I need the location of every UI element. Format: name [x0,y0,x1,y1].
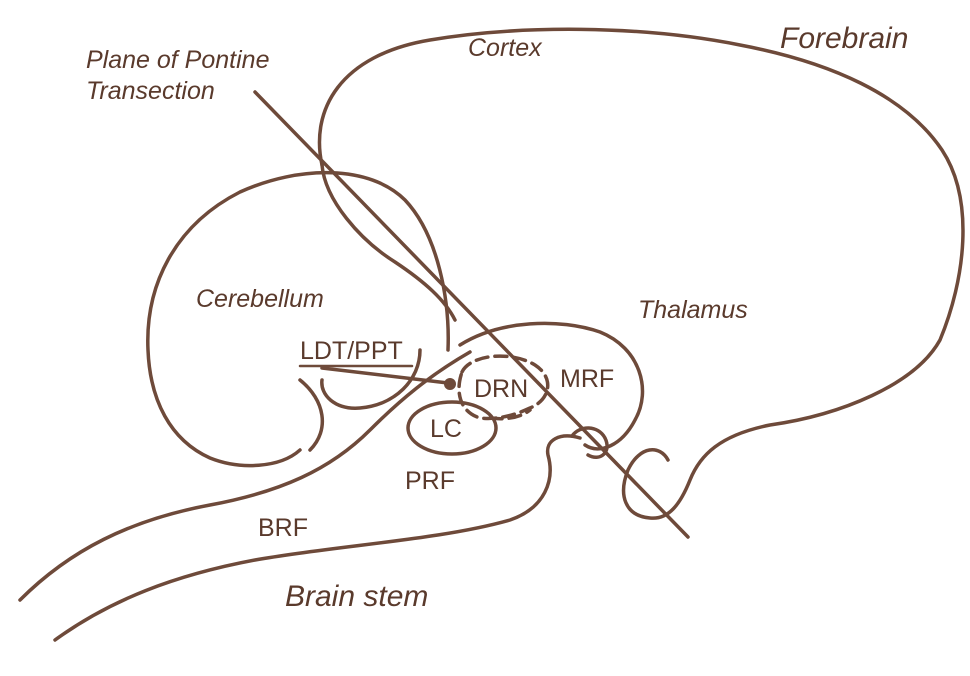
label-ldt-ppt: LDT/PPT [300,337,403,365]
ldt-ppt-dot [444,378,456,390]
label-lc: LC [430,415,462,443]
transection-line [255,92,688,537]
label-thalamus: Thalamus [638,296,748,324]
label-forebrain: Forebrain [780,22,908,55]
label-cerebellum: Cerebellum [196,285,324,313]
cerebellum-outline [148,173,448,466]
label-cortex: Cortex [468,34,543,62]
label-plane-line1: Plane of Pontine [86,46,269,74]
label-brf: BRF [258,514,308,542]
thalamus-base-loop [572,428,607,457]
label-drn: DRN [474,375,528,403]
cerebellum-inner-curl [300,380,322,450]
label-mrf: MRF [560,365,614,393]
label-plane-line2: Transection [86,77,215,105]
label-prf: PRF [405,467,455,495]
ldt-ppt-pointer [322,368,448,383]
label-brain-stem: Brain stem [285,580,428,613]
